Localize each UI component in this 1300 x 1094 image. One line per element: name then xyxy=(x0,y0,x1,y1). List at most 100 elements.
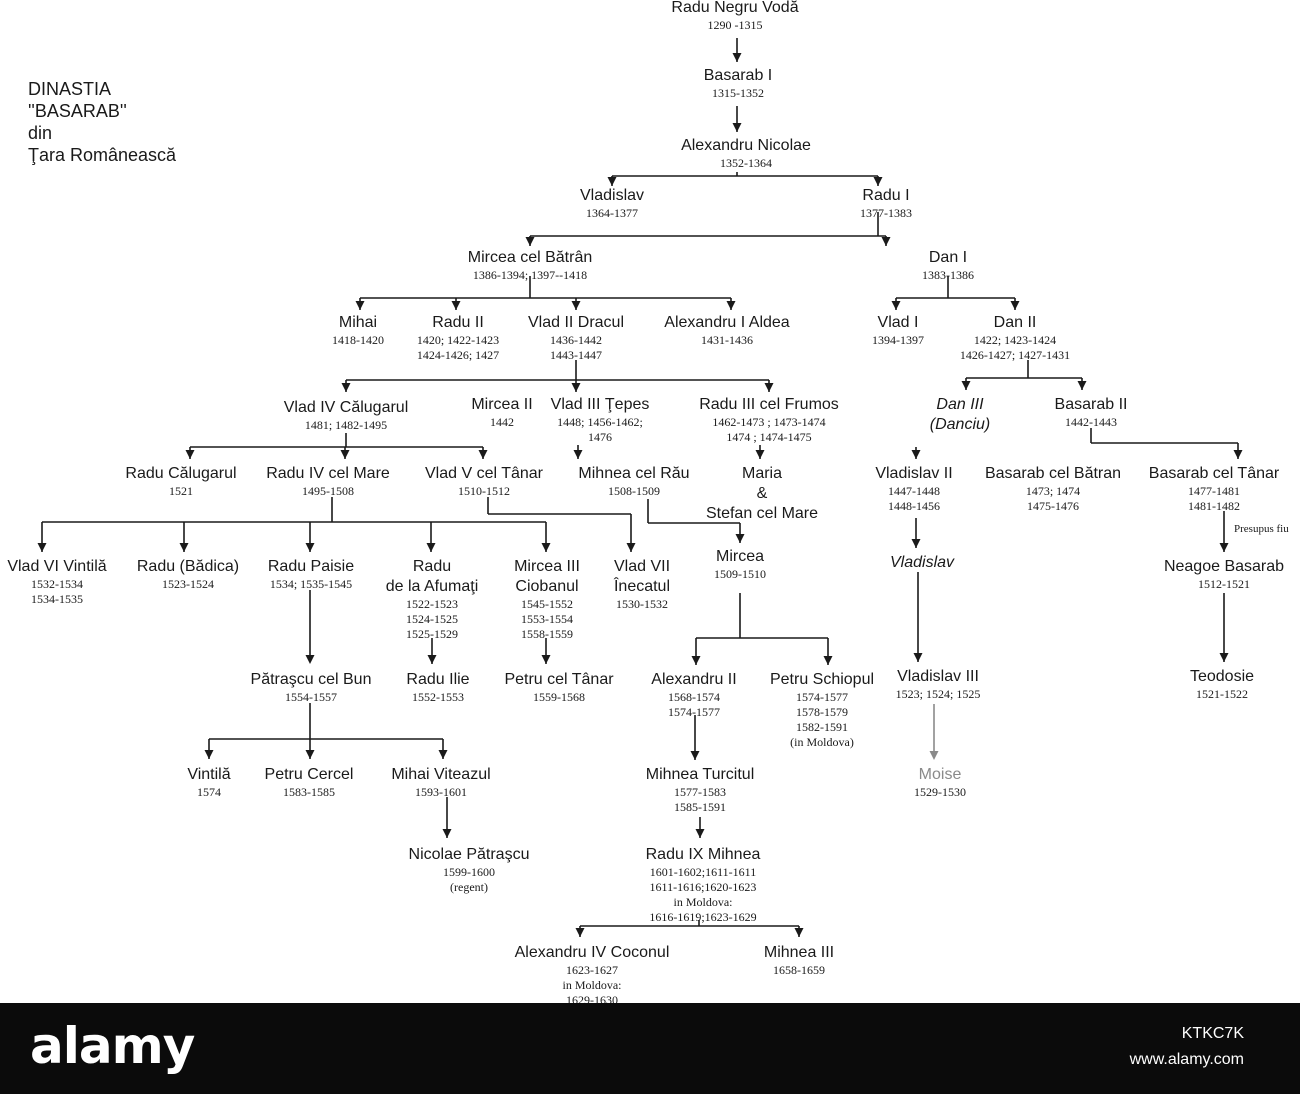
node-name: Maria & Stefan cel Mare xyxy=(705,465,819,522)
node-name: Alexandru II xyxy=(651,671,737,688)
arrowhead xyxy=(341,383,351,392)
node-name: Radu (Bădica) xyxy=(136,558,240,575)
arrowhead xyxy=(1219,653,1229,662)
node-name: Basarab II xyxy=(1054,396,1128,413)
arrowhead xyxy=(571,301,581,310)
node-dates: 1521 xyxy=(169,484,193,498)
node-name: Radu I xyxy=(862,187,910,204)
arrowhead xyxy=(478,450,488,459)
node-dates: 1352-1364 xyxy=(720,156,772,170)
arrowhead xyxy=(1010,301,1020,310)
node-maria-stefan: Maria & Stefan cel Mare xyxy=(642,464,882,524)
node-dates: 1599-1600 (regent) xyxy=(443,865,495,894)
node-name: Moise xyxy=(918,766,962,783)
node-petru-tanar: Petru cel Tânar 1559-1568 xyxy=(439,670,679,705)
node-dates: 1568-1574 1574-1577 xyxy=(668,690,720,719)
arrowhead xyxy=(571,383,581,392)
node-dates: 1532-1534 1534-1535 xyxy=(31,577,83,606)
alamy-logo: alamy xyxy=(30,1017,195,1075)
node-dates: 1658-1659 xyxy=(773,963,825,977)
arrowhead xyxy=(690,751,700,760)
node-dan-3: Dan III (Danciu) xyxy=(840,395,1080,435)
node-dates: 1577-1583 1585-1591 xyxy=(674,785,726,814)
node-dates: 1534; 1535-1545 xyxy=(269,577,353,591)
node-name: Dan III (Danciu) xyxy=(929,396,991,433)
node-name: Radu Ilie xyxy=(406,671,470,688)
node-dates: 1593-1601 xyxy=(415,785,467,799)
genealogy-diagram: DINASTIA ''BASARAB'' din Ţara Românească… xyxy=(7,0,1300,1007)
arrowhead xyxy=(305,750,315,759)
node-name: Vladislav xyxy=(889,554,955,571)
node-name: Basarab cel Bătran xyxy=(984,465,1122,482)
node-name: Petru cel Tânar xyxy=(504,671,614,688)
node-dates: 1315-1352 xyxy=(712,86,764,100)
arrowhead xyxy=(573,450,583,459)
node-name: Petru Cercel xyxy=(264,766,354,783)
node-radu-badica: Radu (Bădica)1523-1524 xyxy=(68,557,308,592)
node-name: Vladislav II xyxy=(875,465,953,482)
node-dates: 1559-1568 xyxy=(533,690,585,704)
arrowhead xyxy=(426,543,436,552)
arrowhead xyxy=(873,177,883,186)
node-radu-calugarul: Radu Călugarul 1521 xyxy=(61,464,301,499)
node-dates: 1447-1448 1448-1456 xyxy=(888,484,940,513)
node-name: Vlad I xyxy=(877,314,919,331)
node-name: Mihai xyxy=(338,314,378,331)
node-radu-negru: Radu Negru Vodă 1290 -1315 xyxy=(615,0,855,33)
node-mihai-viteazul: Mihai Viteazul 1593-1601 xyxy=(321,765,561,800)
node-name: Vlad III Ţepes xyxy=(550,396,650,413)
node-name: Mihnea Turcitul xyxy=(645,766,755,783)
node-name: Vlad VII Înecatul xyxy=(613,558,671,595)
node-dates: 1377-1383 xyxy=(860,206,912,220)
node-dates: 1481; 1482-1495 xyxy=(304,418,388,432)
node-dates: 1477-1481 1481-1482 xyxy=(1188,484,1240,513)
node-dates: 1521-1522 xyxy=(1196,687,1248,701)
node-dates: 1473; 1474 1475-1476 xyxy=(1025,484,1081,513)
node-name: Radu de la Afumaţi xyxy=(385,558,479,595)
node-name: Radu Negru Vodă xyxy=(671,0,799,16)
arrowhead xyxy=(726,301,736,310)
node-name: Mihai Viteazul xyxy=(391,766,491,783)
node-dates: 1431-1436 xyxy=(701,333,753,347)
arrowhead xyxy=(755,450,765,459)
node-name: Dan II xyxy=(993,314,1037,331)
node-alexandru-2: Alexandru II 1568-1574 1574-1577 xyxy=(574,670,814,720)
node-name: Radu II xyxy=(432,314,484,331)
arrowhead xyxy=(525,237,535,246)
node-vladislav-italic: Vladislav xyxy=(802,553,1042,573)
node-name: Radu Călugarul xyxy=(125,465,237,482)
node-name: Vladislav xyxy=(579,187,645,204)
node-name: Basarab I xyxy=(703,67,773,84)
node-basarab-tanar: Basarab cel Tânar 1477-1481 1481-1482 xyxy=(1094,464,1300,514)
arrowhead xyxy=(442,829,452,838)
node-radu-paisie: Radu Paisie 1534; 1535-1545 xyxy=(191,557,431,592)
node-dates: 1508-1509 xyxy=(608,484,660,498)
arrowhead xyxy=(891,301,901,310)
node-name: Radu Paisie xyxy=(267,558,355,575)
node-dates: 1290 -1315 xyxy=(707,18,763,32)
node-mihnea-turcitul: Mihnea Turcitul 1577-1583 1585-1591 xyxy=(580,765,820,815)
node-name: Mircea xyxy=(715,548,764,565)
node-dates: 1523; 1524; 1525 xyxy=(895,687,981,701)
node-name: Basarab cel Tânar xyxy=(1148,465,1280,482)
arrowhead xyxy=(1077,381,1087,390)
arrowhead xyxy=(305,655,315,664)
node-basarab-1: Basarab I 1315-1352 xyxy=(618,66,858,101)
node-dates: 1436-1442 1443-1447 xyxy=(550,333,602,362)
node-name: Mircea III Ciobanul xyxy=(514,558,580,595)
